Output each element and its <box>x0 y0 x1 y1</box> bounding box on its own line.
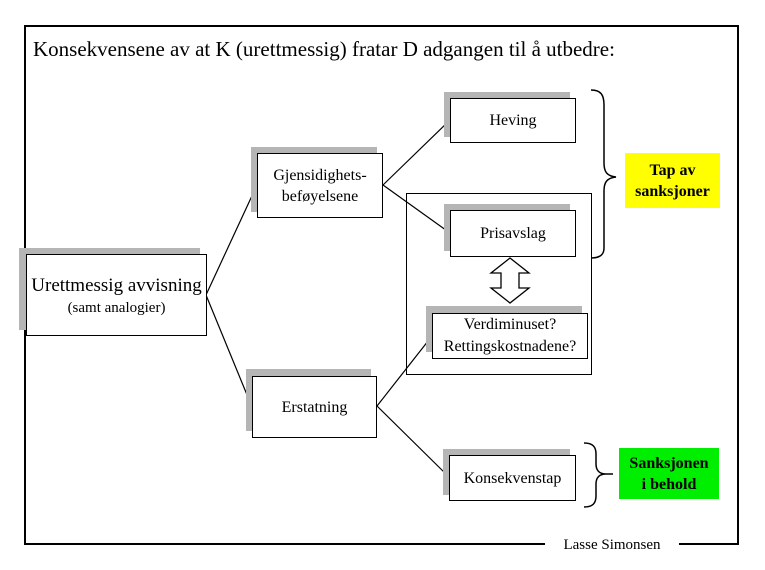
node-label: Konsekvenstap <box>463 469 562 487</box>
brace-sanksjonen-i-behold <box>583 442 613 508</box>
connector-line <box>376 405 450 478</box>
node-label: Prisavslag <box>480 225 546 242</box>
brace-tap-av-sanksjoner <box>590 89 617 259</box>
node-urettmessig-avvisning: Urettmessig avvisning (samt analogier) <box>26 254 207 336</box>
slide-title: Konsekvensene av at K (urettmessig) frat… <box>33 37 615 61</box>
connector-line <box>205 184 258 296</box>
connector-line <box>376 335 433 407</box>
signature: Lasse Simonsen <box>545 535 679 556</box>
node-label: Verdiminuset? <box>463 316 557 333</box>
node-tap-av-sanksjoner: Tap av sanksjoner <box>625 153 720 208</box>
node-gjensidighetsbefoyelsene: Gjensidighets- beføyelsene <box>257 153 383 218</box>
node-label: Erstatning <box>281 398 348 416</box>
connector-line <box>205 294 253 408</box>
node-label: Tap av <box>649 161 696 179</box>
node-erstatning: Erstatning <box>252 376 377 438</box>
node-sublabel: (samt analogier) <box>67 299 166 316</box>
node-label: Urettmessig avvisning <box>31 274 202 296</box>
node-label: beføyelsene <box>281 187 359 205</box>
node-label: sanksjoner <box>635 182 710 200</box>
connector-line <box>382 119 451 186</box>
group-outline-rect <box>406 193 592 375</box>
node-sanksjonen-i-behold: Sanksjonen i behold <box>619 448 719 499</box>
node-heving: Heving <box>450 98 576 143</box>
node-label: Heving <box>489 112 537 129</box>
node-label: Gjensidighets- <box>273 166 367 184</box>
node-label: i behold <box>641 475 697 493</box>
node-konsekvenstap: Konsekvenstap <box>449 455 576 501</box>
node-label: Sanksjonen <box>629 454 709 472</box>
node-prisavslag: Prisavslag <box>450 210 576 257</box>
node-label: Rettingskostnadene? <box>443 338 577 355</box>
double-arrow-icon <box>489 257 531 304</box>
connector-line <box>382 184 451 234</box>
node-verdiminuset: Verdiminuset? Rettingskostnadene? <box>432 313 588 359</box>
